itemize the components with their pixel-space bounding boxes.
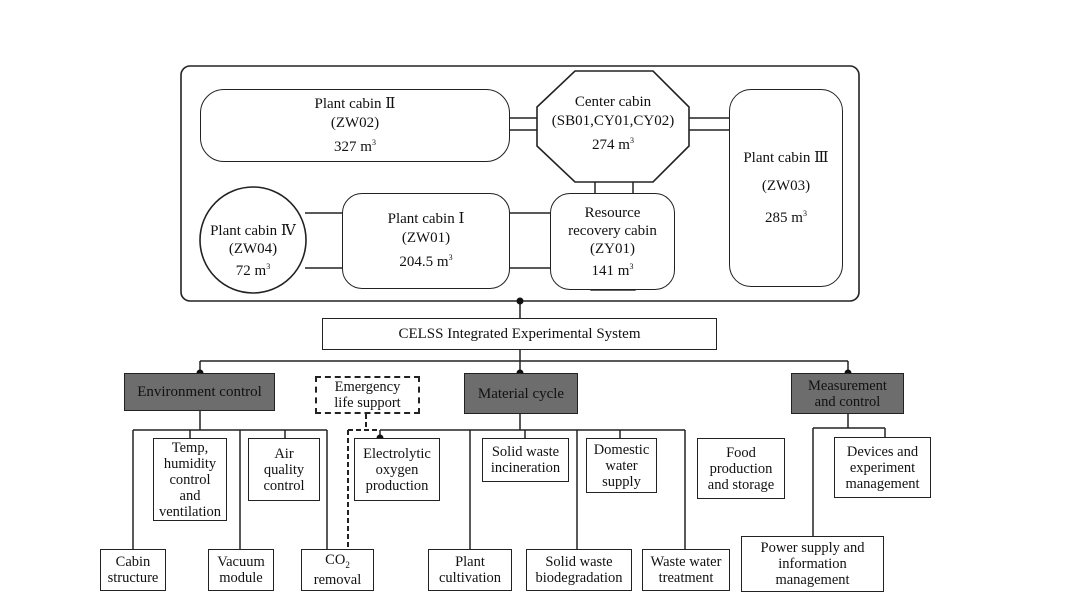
domestic-water-supply-box: Domestic water supply <box>586 438 657 493</box>
center-cabin-shape <box>536 70 690 183</box>
material-cycle-box: Material cycle <box>464 373 578 414</box>
plant-cabin-3: Plant cabin Ⅲ (ZW03) 285 m3 <box>729 89 843 287</box>
solid-waste-incineration-box: Solid waste incineration <box>482 438 569 482</box>
plant-cabin-2: Plant cabin Ⅱ (ZW02) 327 m3 <box>200 89 510 162</box>
solid-waste-biodegradation-box: Solid waste biodegradation <box>526 549 632 591</box>
cabin-tunnels <box>305 117 730 269</box>
waste-water-treatment-box: Waste water treatment <box>642 549 730 591</box>
plant-cabin-1: Plant cabin Ⅰ (ZW01) 204.5 m3 <box>342 193 510 289</box>
power-supply-information-box: Power supply and information management <box>741 536 884 592</box>
center-cabin: Center cabin (SB01,CY01,CY02) 274 m3 <box>551 94 675 153</box>
emergency-life-support-box: Emergency life support <box>315 376 420 414</box>
environment-control-box: Environment control <box>124 373 275 411</box>
system-title-box: CELSS Integrated Experimental System <box>322 318 717 350</box>
plant-cabin-4-shape <box>199 186 307 294</box>
cabin-structure-box: Cabin structure <box>100 549 166 591</box>
air-quality-control-box: Air quality control <box>248 438 320 501</box>
temp-humidity-ventilation-box: Temp, humidity control and ventilation <box>153 438 227 521</box>
plant-cabin-4: Plant cabin Ⅳ (ZW04) 72 m3 <box>210 223 296 279</box>
devices-experiment-management-box: Devices and experiment management <box>834 437 931 498</box>
electrolytic-oxygen-box: Electrolytic oxygen production <box>354 438 440 501</box>
measurement-control-box: Measurement and control <box>791 373 904 414</box>
co2-removal-box: CO2 removal <box>301 549 374 591</box>
vacuum-module-box: Vacuum module <box>208 549 274 591</box>
food-production-storage-box: Food production and storage <box>697 438 785 499</box>
resource-recovery-cabin: Resource recovery cabin (ZY01) 141 m3 <box>550 193 675 290</box>
plant-cultivation-box: Plant cultivation <box>428 549 512 591</box>
